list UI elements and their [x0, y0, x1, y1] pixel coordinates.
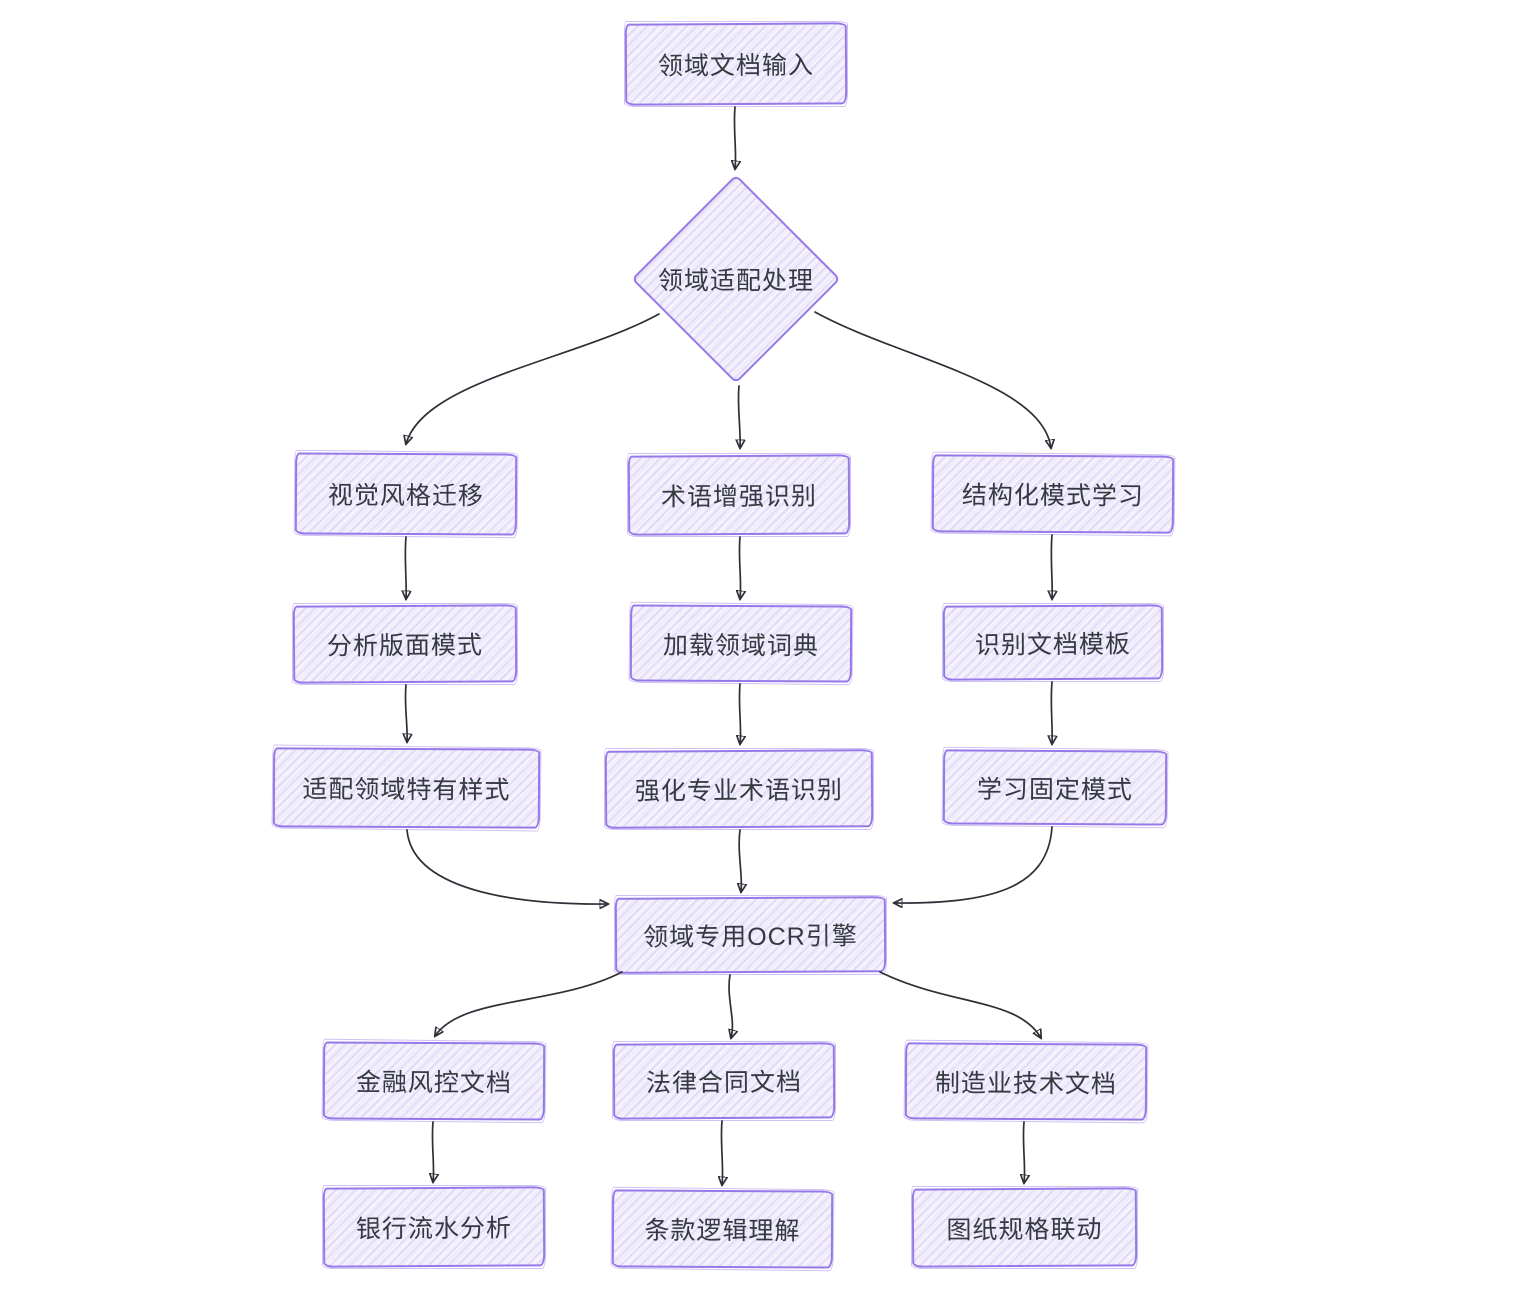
node-label: 加载领域词典: [662, 631, 820, 660]
node-label: 领域文档输入: [657, 51, 815, 81]
edge-dict-strengthen: [739, 683, 740, 744]
edge-manufacture-drawing: [1023, 1121, 1024, 1183]
node-label: 视觉风格迁移: [327, 481, 485, 511]
node-label: 银行流水分析: [355, 1214, 513, 1244]
node-learn-fixed[interactable]: 学习固定模式: [942, 749, 1168, 826]
node-bank-flow[interactable]: 银行流水分析: [322, 1186, 546, 1268]
node-label: 分析版面模式: [326, 631, 484, 661]
edge-struct-template: [1051, 534, 1052, 599]
edge-strengthen-ocr: [739, 829, 741, 892]
node-finance-doc[interactable]: 金融风控文档: [322, 1041, 546, 1121]
node-struct-learn[interactable]: 结构化模式学习: [931, 454, 1175, 534]
edge-input-adapt: [734, 106, 735, 169]
node-ocr-engine[interactable]: 领域专用OCR引擎: [614, 896, 887, 974]
edge-ocr-finance: [435, 971, 623, 1036]
node-template-recog[interactable]: 识别文档模板: [942, 604, 1164, 681]
node-layout-analyze[interactable]: 分析版面模式: [292, 604, 518, 684]
edge-legal-clause: [721, 1120, 722, 1185]
node-label: 金融风控文档: [355, 1068, 513, 1098]
node-label: 学习固定模式: [976, 775, 1134, 804]
node-label: 术语增强识别: [660, 482, 818, 512]
node-strengthen-term[interactable]: 强化专业术语识别: [604, 749, 874, 829]
node-label: 结构化模式学习: [961, 481, 1145, 511]
edge-adapt-struct: [814, 311, 1051, 448]
edge-layout-adaptstyle: [405, 684, 407, 742]
edge-template-fixed: [1051, 681, 1052, 744]
node-adapt-style[interactable]: 适配领域特有样式: [272, 747, 541, 829]
node-domain-adapt[interactable]: 领域适配处理: [626, 170, 846, 388]
node-label: 适配领域特有样式: [302, 775, 511, 805]
node-term-enhance[interactable]: 术语增强识别: [627, 454, 851, 536]
edge-finance-bank: [432, 1121, 433, 1182]
edge-fixed-ocr: [894, 826, 1053, 903]
node-clause-logic[interactable]: 条款逻辑理解: [611, 1189, 834, 1269]
node-label: 条款逻辑理解: [644, 1216, 801, 1246]
node-label: 强化专业术语识别: [634, 776, 844, 806]
node-visual-style[interactable]: 视觉风格迁移: [294, 452, 518, 536]
edge-visual-layout: [405, 536, 406, 599]
edge-adapt-term: [738, 385, 740, 448]
edge-ocr-legal: [729, 974, 732, 1038]
node-load-dict[interactable]: 加载领域词典: [629, 604, 853, 683]
edge-term-dict: [739, 536, 740, 599]
node-manufacture-doc[interactable]: 制造业技术文档: [904, 1042, 1148, 1121]
node-drawing-spec[interactable]: 图纸规格联动: [911, 1187, 1138, 1268]
node-doc-input[interactable]: 领域文档输入: [624, 22, 848, 106]
node-label: 法律合同文档: [645, 1068, 803, 1098]
edge-adaptstyle-ocr: [406, 829, 608, 904]
node-label: 制造业技术文档: [934, 1069, 1118, 1098]
node-label: 图纸规格联动: [946, 1215, 1103, 1244]
node-legal-doc[interactable]: 法律合同文档: [612, 1042, 836, 1120]
node-label: 领域专用OCR引擎: [643, 922, 858, 952]
node-label: 领域适配处理: [657, 267, 814, 295]
edge-ocr-manufacture: [879, 971, 1041, 1038]
node-label: 识别文档模板: [974, 630, 1132, 659]
edge-adapt-visual: [406, 313, 660, 444]
